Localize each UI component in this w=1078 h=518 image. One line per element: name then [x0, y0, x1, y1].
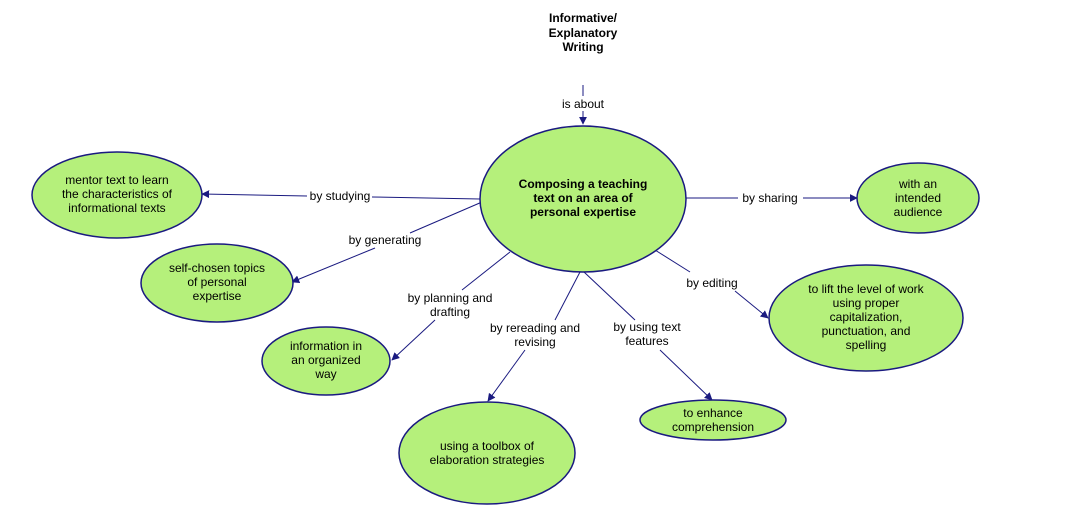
link-line-text-features — [583, 271, 636, 321]
node-lift-label: to lift the level of work using proper c… — [808, 282, 924, 352]
central-line: text on an area of — [533, 191, 633, 205]
node-line: an organized — [291, 353, 360, 367]
link-label-editing: by editing — [686, 276, 737, 290]
node-toolbox-label: using a toolbox of elaboration strategie… — [430, 439, 545, 467]
node-line: to enhance — [683, 406, 743, 420]
title-line: Explanatory — [549, 26, 618, 40]
node-enhance-label: to enhance comprehension — [672, 406, 754, 434]
link-line-generating — [409, 201, 483, 234]
link-label-is-about: is about — [562, 97, 605, 111]
node-line: comprehension — [672, 420, 754, 434]
connector-lines — [201, 85, 858, 402]
link-label-generating: by generating — [349, 233, 422, 247]
title: Informative/ Explanatory Writing — [549, 11, 618, 54]
central-line: personal expertise — [530, 205, 636, 219]
link-label-rereading: revising — [514, 335, 555, 349]
node-line: information in — [290, 339, 362, 353]
node-organized-information — [261, 326, 391, 396]
node-enhance-comprehension — [639, 399, 787, 441]
link-line-generating-arrow — [291, 247, 376, 283]
node-line: with an — [898, 177, 937, 191]
node-mentor-text-label: mentor text to learn the characteristics… — [62, 173, 173, 215]
link-label-studying: by studying — [310, 189, 371, 203]
node-line: the characteristics of — [62, 187, 173, 201]
link-label-planning: by planning and — [408, 291, 493, 305]
link-label-sharing: by sharing — [742, 191, 797, 205]
node-line: using a toolbox of — [440, 439, 535, 453]
link-line-editing — [654, 249, 691, 273]
node-self-chosen-topics — [140, 243, 294, 323]
link-line-text-features-arrow — [659, 349, 713, 401]
link-line-rereading-arrow — [487, 349, 526, 402]
link-line-studying-arrow — [201, 190, 308, 199]
node-line: way — [314, 367, 336, 381]
node-audience-label: with an intended audience — [894, 177, 943, 219]
node-line: elaboration strategies — [430, 453, 545, 467]
node-line: punctuation, and — [822, 324, 911, 338]
node-line: capitalization, — [830, 310, 903, 324]
central-line: Composing a teaching — [519, 177, 648, 191]
central-node — [479, 125, 687, 273]
node-line: intended — [895, 191, 941, 205]
node-line: audience — [894, 205, 943, 219]
node-line: mentor text to learn — [65, 173, 168, 187]
node-intended-audience — [856, 162, 980, 234]
link-line-planning — [461, 251, 511, 291]
link-label-rereading: by rereading and — [490, 321, 580, 335]
node-lift-level — [768, 264, 964, 372]
link-labels: is about by studying by generating by pl… — [310, 97, 798, 349]
node-mentor-text — [31, 151, 203, 239]
link-label-text-features: by using text — [613, 320, 681, 334]
title-line: Writing — [562, 40, 603, 54]
node-line: expertise — [193, 289, 242, 303]
central-node-label: Composing a teaching text on an area of … — [519, 177, 648, 219]
link-line-editing-arrow — [734, 290, 769, 319]
node-line: using proper — [833, 296, 900, 310]
link-line-rereading — [554, 271, 581, 321]
node-line: spelling — [846, 338, 887, 352]
link-line-planning-arrow — [391, 319, 436, 361]
node-toolbox — [398, 401, 576, 505]
concept-nodes — [31, 125, 980, 505]
node-line: to lift the level of work — [808, 282, 924, 296]
link-label-planning: drafting — [430, 305, 470, 319]
node-line: informational texts — [68, 201, 165, 215]
node-self-chosen-label: self-chosen topics of personal expertise — [169, 261, 265, 303]
title-line: Informative/ — [549, 11, 618, 25]
link-label-text-features: features — [625, 334, 668, 348]
link-line-studying — [371, 196, 481, 200]
node-line: of personal — [187, 275, 246, 289]
node-line: self-chosen topics — [169, 261, 265, 275]
node-organized-label: information in an organized way — [290, 339, 362, 381]
